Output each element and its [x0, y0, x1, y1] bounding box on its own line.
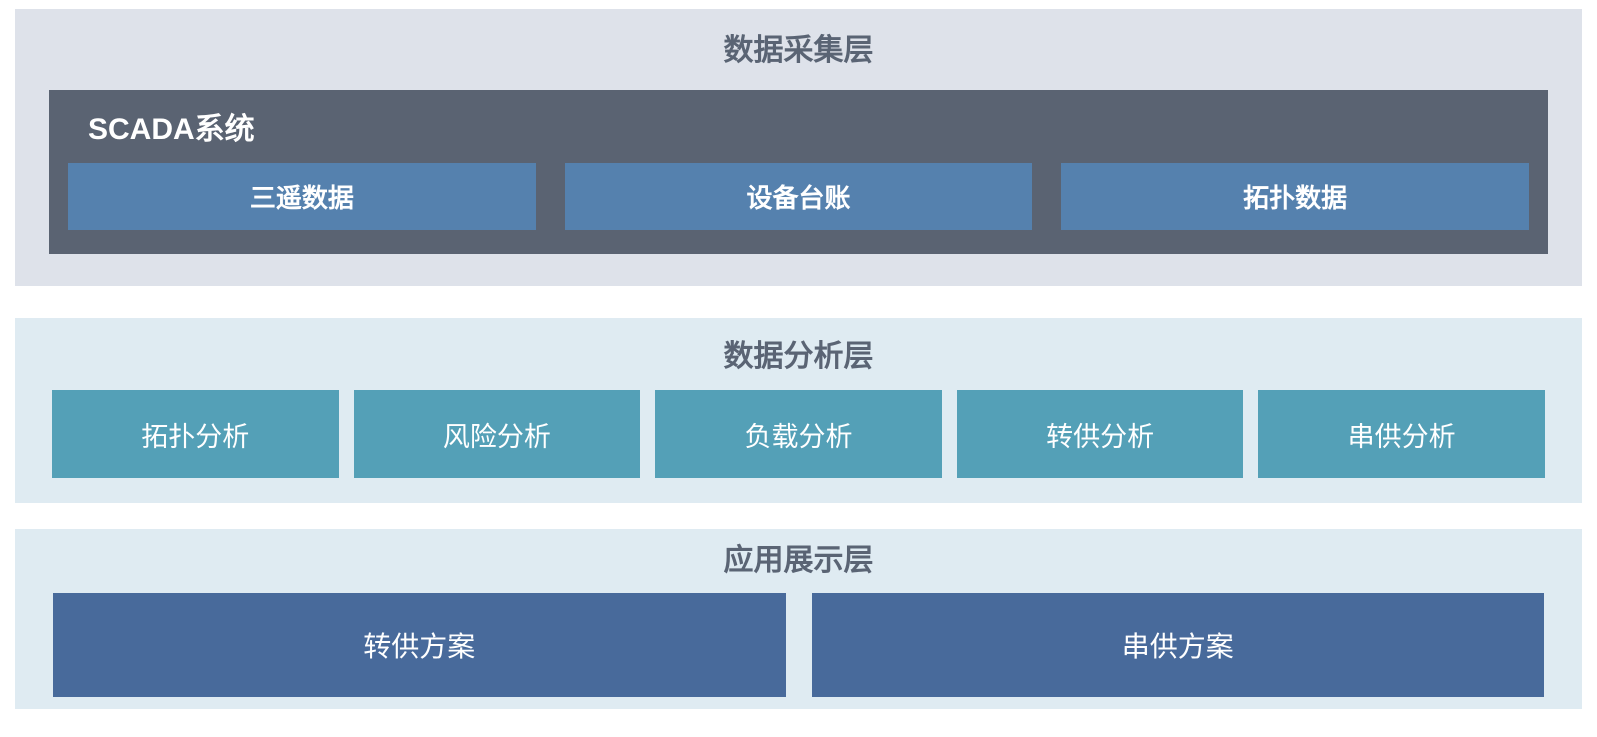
scada-system-panel: SCADA系统 三遥数据 设备台账 拓扑数据 — [49, 90, 1548, 254]
application-items-row: 转供方案 串供方案 — [15, 578, 1582, 697]
data-analysis-layer-title: 数据分析层 — [723, 340, 874, 373]
scada-item-equipment-ledger: 设备台账 — [564, 163, 1033, 230]
analysis-item-load: 负载分析 — [655, 390, 942, 478]
scada-item-telemetry-data: 三遥数据 — [68, 163, 536, 230]
analysis-items-row: 拓扑分析 风险分析 负载分析 转供分析 串供分析 — [15, 374, 1582, 478]
analysis-item-cascade-supply: 串供分析 — [1258, 390, 1545, 478]
data-collection-layer: 数据采集层 SCADA系统 三遥数据 设备台账 拓扑数据 — [15, 9, 1582, 286]
analysis-item-topology: 拓扑分析 — [52, 390, 339, 478]
app-item-transfer-supply-plan: 转供方案 — [53, 593, 786, 697]
data-collection-layer-title: 数据采集层 — [723, 34, 874, 67]
data-analysis-layer: 数据分析层 拓扑分析 风险分析 负载分析 转供分析 串供分析 — [15, 318, 1582, 503]
analysis-item-risk: 风险分析 — [353, 390, 641, 478]
analysis-item-transfer-supply: 转供分析 — [956, 390, 1244, 478]
scada-items-row: 三遥数据 设备台账 拓扑数据 — [49, 147, 1548, 230]
application-display-layer: 应用展示层 转供方案 串供方案 — [15, 529, 1582, 709]
application-display-layer-title: 应用展示层 — [723, 544, 874, 577]
scada-system-label: SCADA系统 — [88, 113, 255, 146]
app-item-cascade-supply-plan: 串供方案 — [811, 593, 1544, 697]
scada-item-topology-data: 拓扑数据 — [1061, 163, 1530, 230]
